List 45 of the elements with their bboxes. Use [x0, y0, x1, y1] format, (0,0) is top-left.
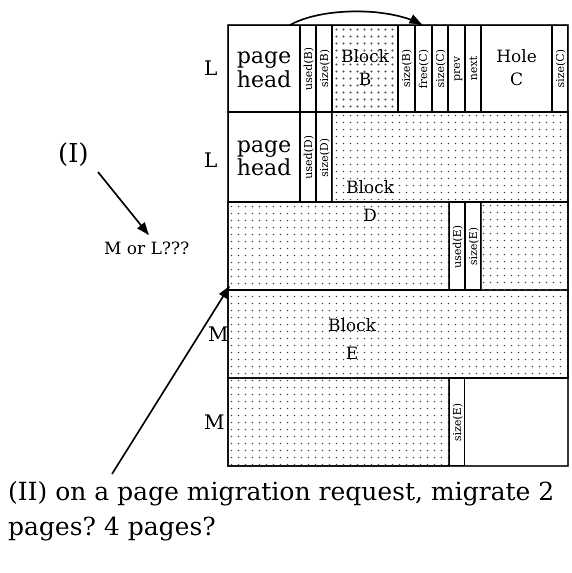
- arrow: [111, 286, 230, 474]
- field-box: [448, 25, 465, 112]
- memory-block: [332, 25, 398, 112]
- arrow: [97, 171, 149, 235]
- field-box: [465, 25, 481, 112]
- field-box: [449, 202, 465, 290]
- field-box: [449, 378, 465, 466]
- field-box: [415, 25, 432, 112]
- block-label: Block D: [346, 177, 394, 228]
- field-label: next: [468, 56, 478, 81]
- field-label: size(C): [554, 49, 566, 88]
- page-type-label: M: [204, 410, 224, 434]
- field-box: [316, 25, 332, 112]
- field-label: free(C): [418, 48, 429, 88]
- page-header-box: [228, 112, 300, 202]
- header-label: page head: [236, 134, 292, 180]
- field-box: [552, 25, 568, 112]
- arrow: [290, 10, 422, 26]
- field-box: [398, 25, 415, 112]
- memory-hole: [481, 25, 552, 112]
- block-label: Hole C: [496, 46, 537, 92]
- field-box: [432, 25, 448, 112]
- annotation-text: (II) on a page migration request, migrate 2 pages? 4 pages?: [8, 474, 568, 564]
- page-type-label: L: [204, 56, 218, 80]
- field-label: used(D): [302, 135, 314, 179]
- field-label: size(C): [434, 49, 446, 88]
- field-label: size(D): [318, 138, 330, 176]
- page-type-label: L: [204, 148, 218, 172]
- field-label: size(B): [401, 49, 412, 88]
- field-label: size(B): [318, 49, 330, 88]
- field-label: used(B): [302, 47, 314, 90]
- field-box: [465, 202, 481, 290]
- field-box: [300, 25, 316, 112]
- annotation-text: (I): [58, 136, 118, 172]
- page-header-box: [228, 25, 300, 112]
- field-label: used(E): [452, 224, 462, 268]
- field-label: prev: [451, 56, 462, 82]
- field-label: size(E): [468, 226, 478, 266]
- block-label: Block E: [328, 315, 376, 366]
- annotation-text: M or L???: [104, 238, 228, 262]
- field-box: [316, 112, 332, 202]
- field-box: [300, 112, 316, 202]
- block-label: Block B: [341, 46, 389, 92]
- header-label: page head: [236, 45, 292, 92]
- field-label: size(E): [452, 402, 462, 442]
